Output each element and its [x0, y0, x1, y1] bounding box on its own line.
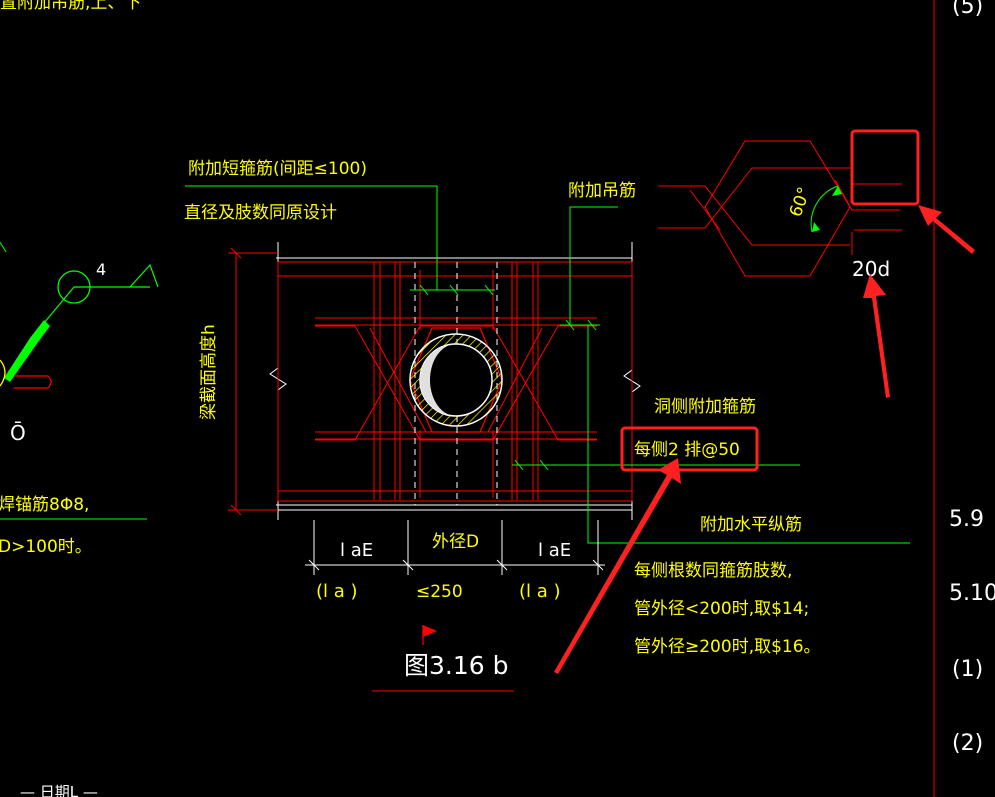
- side-number-5-9: 5.9: [949, 507, 984, 532]
- fragment-top-right: (5): [952, 0, 983, 19]
- left-partial-detail: 4 Ō 焊锚筋8Φ8, D>100时。: [0, 241, 159, 557]
- left-d100-note: D>100时。: [0, 537, 92, 557]
- beam-section-detail: [185, 185, 910, 544]
- label-side-rows: 每侧2 排@50: [634, 440, 740, 460]
- figure-flag-icon: [423, 625, 437, 637]
- figure-caption: 图3.16 b: [404, 651, 508, 680]
- annotation-box-hook: [850, 129, 920, 206]
- side-number-5-10: 5.10: [949, 581, 995, 606]
- dim-le-250: ≤250: [416, 582, 463, 602]
- fragment-bottom-left: — 日期L —: [20, 783, 98, 797]
- annotation-arrow-to-hook: [918, 205, 975, 254]
- bottom-dimensions: [305, 520, 605, 575]
- annotation-arrows: [554, 205, 975, 674]
- dim-outer-diameter: 外径D: [432, 532, 479, 552]
- label-horizontal-bar: 附加水平纵筋: [700, 515, 802, 535]
- label-beam-height: 梁截面高度h: [199, 324, 219, 420]
- label-angle: 60°: [786, 185, 815, 220]
- label-short-stirrup-line1: 附加短箍筋(间距≤100): [188, 159, 367, 179]
- annotation-box-side-rows: [620, 426, 759, 472]
- leader-arrow-green: [4, 320, 50, 382]
- label-hanger: 附加吊筋: [568, 181, 636, 201]
- label-side-stirrup: 洞侧附加箍筋: [654, 397, 756, 417]
- dim-la-right: (l a ): [519, 581, 561, 602]
- pipe-hole-crescent: [420, 344, 456, 416]
- label-short-stirrup-line2: 直径及肢数同原设计: [184, 203, 337, 223]
- annotation-arrow-to-side-rows: [554, 458, 681, 674]
- side-number-1: (1): [952, 657, 983, 682]
- dim-lae-left: l aE: [340, 540, 373, 561]
- note-line-2: 管外径<200时,取$14;: [634, 599, 809, 619]
- left-o-label: Ō: [10, 421, 26, 445]
- left-anchor-note: 焊锚筋8Φ8,: [0, 495, 89, 515]
- left-number-4: 4: [96, 260, 106, 279]
- note-line-3: 管外径≥200时,取$16。: [634, 637, 821, 657]
- hanger-hexagon: [704, 140, 851, 277]
- annotation-arrow-to-anchor: [863, 274, 890, 398]
- dim-la-left: (l a ): [316, 581, 358, 602]
- dim-lae-right: l aE: [538, 540, 571, 561]
- note-line-1: 每侧根数同箍筋肢数,: [634, 561, 792, 581]
- hanger-bar-detail: [658, 140, 902, 277]
- side-number-2: (2): [952, 731, 983, 756]
- fragment-top-left: 置附加吊筋,上、下: [0, 0, 141, 13]
